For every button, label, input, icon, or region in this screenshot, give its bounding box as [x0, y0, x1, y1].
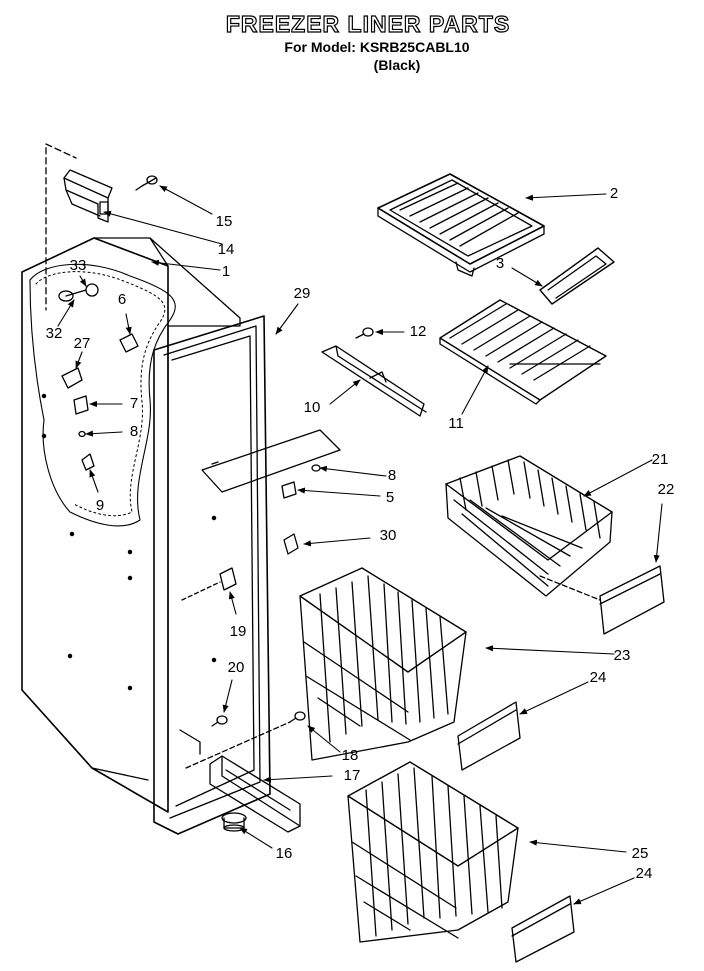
- leader-lines: [57, 185, 663, 905]
- callout-21: 21: [651, 451, 669, 468]
- screw-15: [135, 175, 158, 191]
- callout-29: 29: [293, 285, 311, 302]
- wiring-connectors: [58, 283, 139, 471]
- callout-27: 27: [73, 335, 91, 352]
- callout-7: 7: [129, 395, 139, 412]
- diagram-title: FREEZER LINER PARTS: [225, 10, 511, 37]
- bracket-19: [181, 567, 237, 601]
- callout-9: 9: [95, 497, 105, 514]
- callout-1: 1: [221, 263, 231, 280]
- basket-trim-24b: [511, 895, 575, 963]
- diagram-header: FREEZER LINER PARTS For Model: KSRB25CAB…: [0, 10, 704, 74]
- callout-20: 20: [227, 659, 245, 676]
- basket-trim-22: [539, 565, 665, 635]
- callout-23: 23: [613, 647, 631, 664]
- callout-3: 3: [495, 255, 505, 272]
- callout-24b: 24: [635, 865, 653, 882]
- color-variant: (Black): [373, 57, 421, 73]
- screw-20: [211, 715, 228, 727]
- callout-6: 6: [117, 291, 127, 308]
- glass-shelf: [377, 173, 545, 277]
- wire-shelf: [439, 299, 607, 405]
- callout-24a: 24: [589, 669, 607, 686]
- hinge-bracket: [45, 143, 113, 311]
- callout-25: 25: [631, 845, 649, 862]
- callout-18: 18: [341, 747, 359, 764]
- callout-8a: 8: [129, 423, 139, 440]
- callout-8b: 8: [387, 467, 397, 484]
- callout-33: 33: [69, 257, 87, 274]
- callout-12: 12: [409, 323, 427, 340]
- screw-18: [185, 711, 306, 769]
- freezer-liner: [21, 237, 271, 835]
- callout-15: 15: [215, 213, 233, 230]
- basket-21: [445, 455, 613, 597]
- callout-32: 32: [45, 325, 63, 342]
- callout-11: 11: [448, 415, 464, 432]
- callout-30: 30: [379, 527, 397, 544]
- callout-22: 22: [657, 481, 675, 498]
- callout-19: 19: [229, 623, 247, 640]
- basket-25: [347, 761, 519, 943]
- bottom-rail: [209, 755, 301, 833]
- shelf-trim: [539, 247, 615, 305]
- screw-12: [355, 327, 374, 339]
- callout-2: 2: [609, 185, 619, 202]
- basket-23: [299, 567, 467, 761]
- callout-14: 14: [217, 241, 235, 258]
- callout-17: 17: [343, 767, 361, 784]
- callout-10: 10: [303, 399, 321, 416]
- callout-16: 16: [275, 845, 293, 862]
- shelf-bracket: [321, 345, 427, 417]
- rating-panel: [201, 429, 341, 499]
- model-number: For Model: KSRB25CABL10: [284, 39, 470, 55]
- callout-5: 5: [385, 489, 395, 506]
- clip-30: [283, 533, 299, 555]
- basket-trim-24a: [457, 701, 521, 771]
- foot-16: [221, 812, 247, 832]
